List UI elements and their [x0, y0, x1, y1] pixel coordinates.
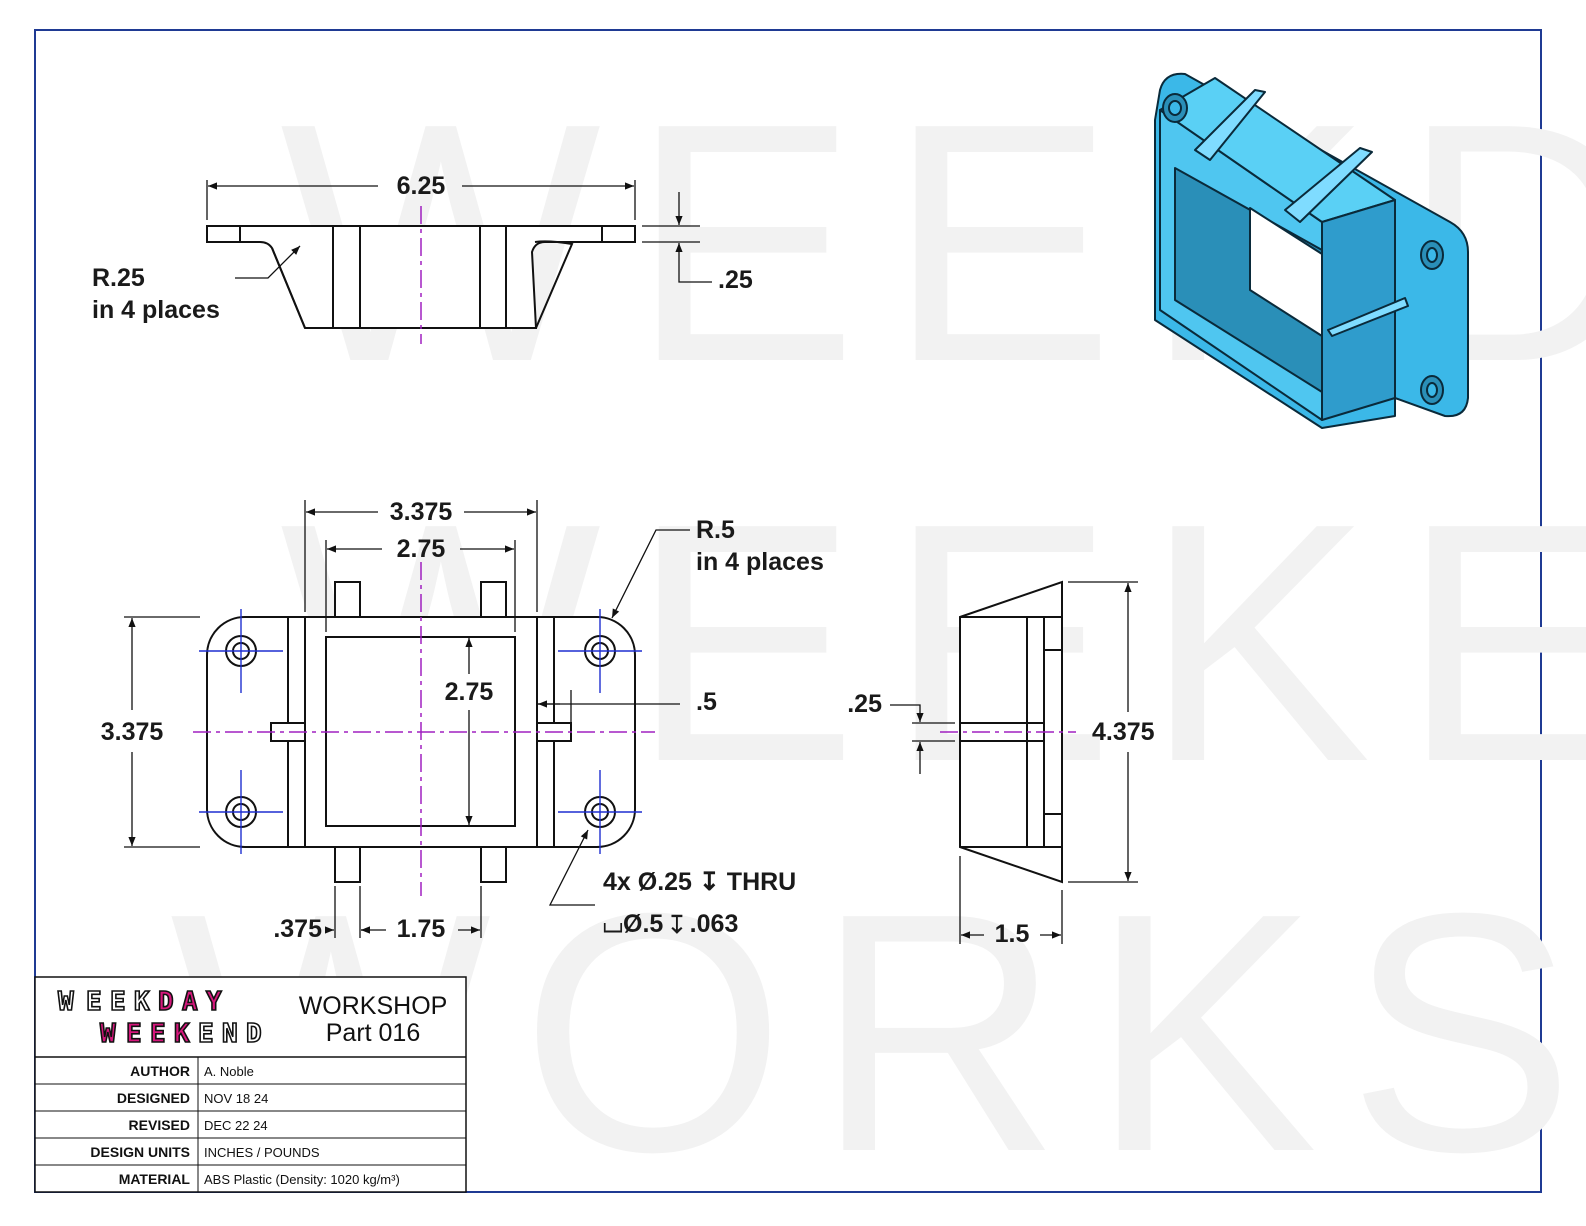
revised-label: REVISED — [129, 1117, 190, 1133]
hole-callout-line2: ⌴Ø.5 ↧ .063 — [603, 910, 738, 938]
front-view — [124, 500, 690, 938]
logo-char: A — [182, 987, 198, 1017]
logo-char: D — [158, 987, 174, 1017]
title-block-part-number: Part 016 — [326, 1019, 421, 1047]
top-width-dimension: 6.25 — [397, 172, 446, 200]
logo-char: D — [246, 1019, 262, 1049]
logo-char: W — [58, 987, 74, 1017]
front-inner-height-dimension: 2.75 — [445, 678, 494, 706]
logo-char: K — [134, 987, 150, 1017]
author-value: A. Noble — [204, 1064, 254, 1079]
design-units-value: INCHES / POUNDS — [204, 1145, 320, 1160]
designed-value: NOV 18 24 — [204, 1091, 268, 1106]
material-label: MATERIAL — [119, 1171, 191, 1187]
logo-char: E — [110, 987, 126, 1017]
logo-char: E — [150, 1019, 166, 1049]
author-label: AUTHOR — [130, 1063, 190, 1079]
top-view — [206, 180, 712, 344]
isometric-view — [1154, 72, 1469, 429]
front-outer-height-dimension: 3.375 — [101, 718, 164, 746]
front-radius-note-line1: R.5 — [696, 516, 735, 544]
front-post-width-dimension: .375 — [273, 915, 322, 943]
revised-value: DEC 22 24 — [204, 1118, 268, 1133]
side-height-dimension: 4.375 — [1092, 718, 1155, 746]
side-rib-dimension: .25 — [847, 690, 882, 718]
sheet-border — [34, 29, 1542, 1193]
brand-logo: W E E K D A Y W E E K E N D — [57, 986, 262, 1050]
logo-char: E — [86, 987, 102, 1017]
material-value: ABS Plastic (Density: 1020 kg/m³) — [204, 1172, 400, 1187]
front-inner-width-dimension: 2.75 — [397, 535, 446, 563]
hole-callout-line1: 4x Ø.25 ↧ THRU — [603, 868, 796, 896]
logo-char: W — [100, 1019, 116, 1049]
design-units-label: DESIGN UNITS — [90, 1144, 190, 1160]
logo-char: E — [198, 1019, 214, 1049]
front-tab-dimension: .5 — [696, 688, 717, 716]
title-block — [34, 976, 467, 1193]
side-depth-dimension: 1.5 — [995, 920, 1030, 948]
top-thickness-dimension: .25 — [718, 266, 753, 294]
logo-char: K — [174, 1019, 190, 1049]
front-outer-width-dimension: 3.375 — [390, 498, 453, 526]
side-view — [890, 580, 1138, 944]
logo-char: E — [126, 1019, 142, 1049]
logo-char: Y — [206, 987, 222, 1017]
front-radius-note-line2: in 4 places — [696, 548, 824, 576]
designed-label: DESIGNED — [117, 1090, 190, 1106]
title-block-title: WORKSHOP — [299, 992, 448, 1020]
top-radius-note-line1: R.25 — [92, 264, 145, 292]
top-radius-note-line2: in 4 places — [92, 296, 220, 324]
logo-char: N — [222, 1019, 238, 1049]
front-post-spacing-dimension: 1.75 — [397, 915, 446, 943]
